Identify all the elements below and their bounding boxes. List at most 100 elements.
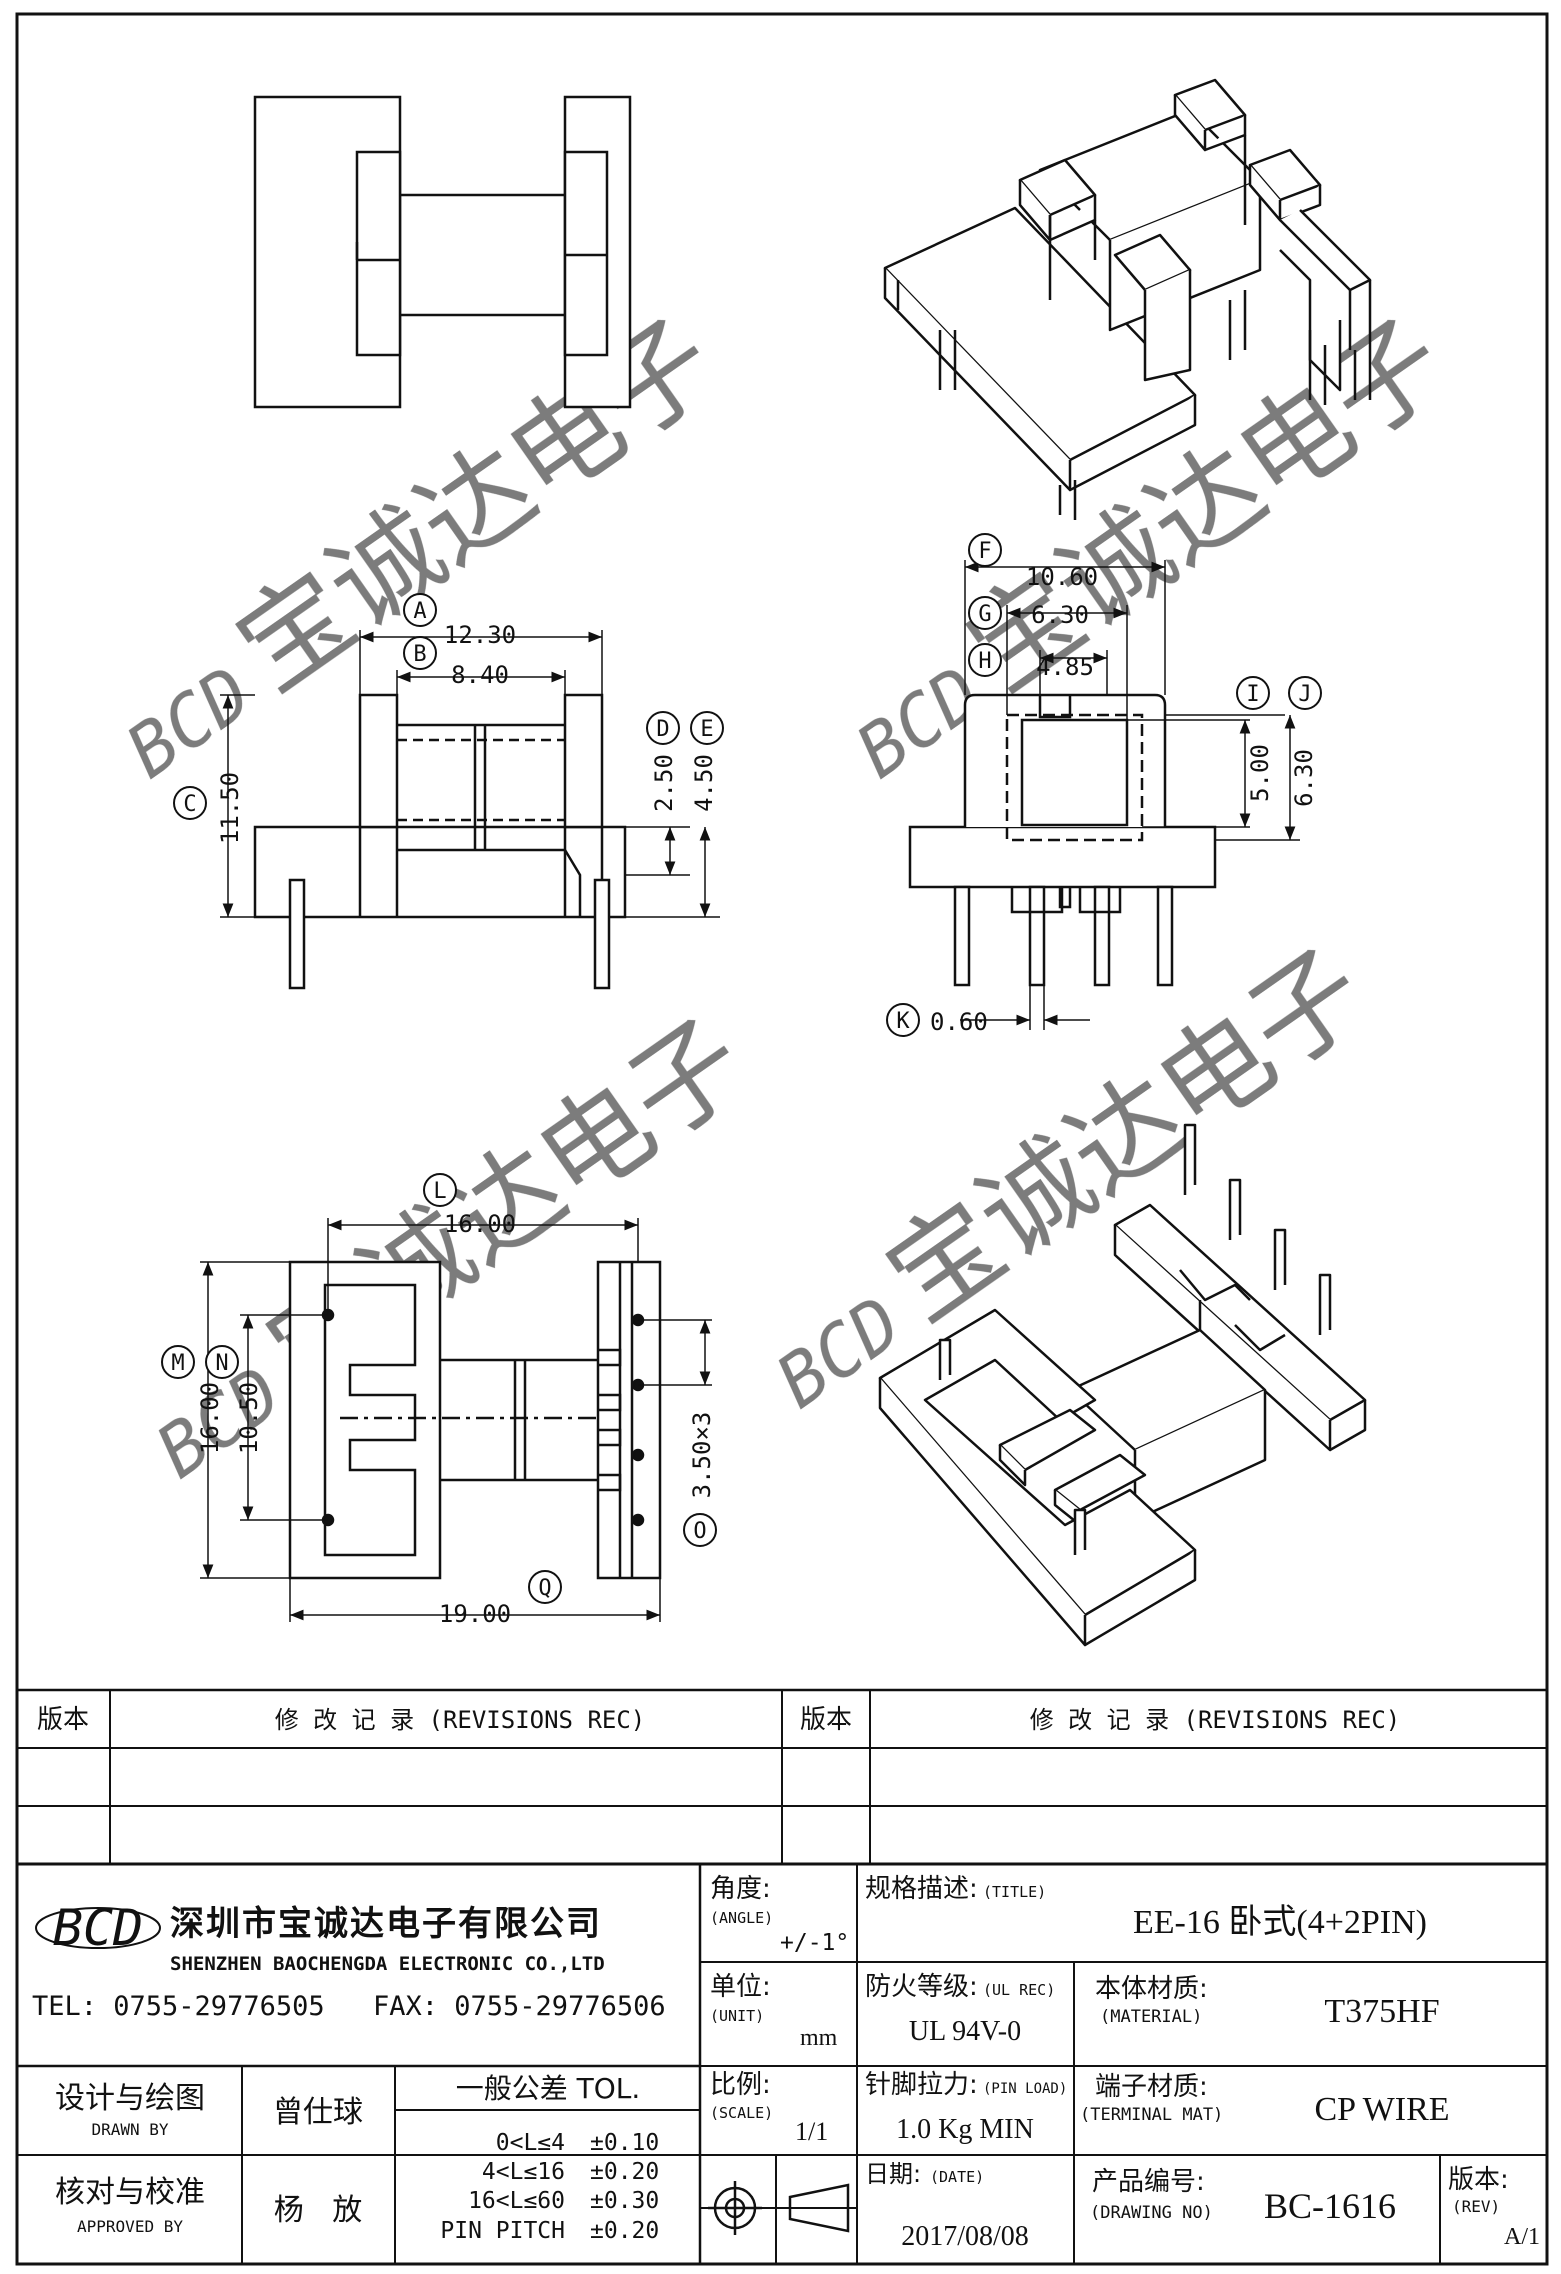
dim-letter-J: J	[1298, 682, 1311, 707]
tolerance-range: 0<L≤4	[496, 2130, 565, 2156]
scale-label-en: (SCALE)	[710, 2104, 773, 2122]
date-label-en: (DATE)	[930, 2168, 984, 2186]
tolerance-value: ±0.20	[590, 2159, 659, 2185]
dim-label-E: E 4.50	[690, 711, 724, 812]
company-logo-text: BCD	[53, 1899, 143, 1957]
date-label: 日期:	[865, 2160, 921, 2188]
revision-version-header-left: 版本	[37, 1705, 89, 1735]
front-dimensions	[220, 630, 720, 918]
pinload-label-en: (PIN LOAD)	[983, 2081, 1067, 2097]
revision-record-header-left: 修 改 记 录 (REVISIONS REC)	[275, 1706, 646, 1734]
dim-label-O: O 3.50×3	[683, 1412, 717, 1547]
tolerance-table: 0<L≤4 ±0.10 4<L≤16 ±0.20 16<L≤60 ±0.30 P…	[440, 2130, 659, 2244]
ul-value: UL 94V-0	[909, 2016, 1021, 2047]
dim-label-D: D 2.50	[646, 711, 680, 812]
dim-letter-B: B	[413, 642, 426, 667]
dim-value-H: 4.85	[1036, 653, 1094, 681]
drawing-no-label-en: (DRAWING NO)	[1090, 2203, 1213, 2223]
scale-label: 比例:	[710, 2070, 771, 2100]
bottom-view	[288, 1260, 662, 1580]
dim-letter-D: D	[656, 717, 669, 742]
dim-letter-E: E	[700, 717, 713, 742]
dim-letter-F: F	[978, 539, 991, 564]
sheet-border	[15, 12, 1549, 2266]
drawing-no-label: 产品编号:	[1092, 2167, 1205, 2197]
dim-value-C: 11.50	[216, 772, 244, 844]
dim-label-G: G 6.30	[968, 596, 1089, 630]
date-value: 2017/08/08	[901, 2221, 1029, 2252]
tolerance-range: 16<L≤60	[468, 2188, 565, 2214]
approved-label-en: APPROVED BY	[77, 2217, 183, 2236]
tolerance-value: ±0.10	[590, 2130, 659, 2156]
dim-value-A: 12.30	[444, 621, 516, 649]
dim-label-N: N 10.50	[205, 1345, 263, 1454]
dim-value-I: 5.00	[1246, 744, 1274, 802]
dim-value-G: 6.30	[1031, 601, 1089, 629]
dim-letter-L: L	[433, 1179, 446, 1204]
tolerance-range: PIN PITCH	[440, 2218, 565, 2244]
company-fax: FAX: 0755-29776506	[373, 1991, 666, 2022]
drawing-no-value: BC-1616	[1264, 2186, 1396, 2226]
title-value: EE-16 卧式(4+2PIN)	[1133, 1904, 1427, 1941]
dim-label-A: A 12.30	[403, 593, 516, 649]
dim-value-E: 4.50	[690, 754, 718, 812]
pinload-value: 1.0 Kg MIN	[896, 2114, 1034, 2145]
dim-value-J: 6.30	[1290, 749, 1318, 807]
dim-value-L: 16.00	[444, 1210, 516, 1238]
company-name-cn: 深圳市宝诚达电子有限公司	[170, 1904, 602, 1944]
isometric-view-top	[883, 78, 1372, 520]
title-block-grid	[17, 1864, 1547, 2264]
dim-letter-H: H	[978, 649, 991, 674]
material-value: T375HF	[1324, 1993, 1439, 2030]
terminal-label-en: (TERMINAL MAT)	[1080, 2105, 1223, 2125]
dim-label-C: C 11.50	[173, 772, 244, 844]
drawn-label-en: DRAWN BY	[91, 2120, 168, 2139]
dim-value-B: 8.40	[451, 661, 509, 689]
company-logo: BCD	[35, 1899, 161, 1957]
isometric-view-bottom	[878, 1123, 1367, 1647]
terminal-value: CP WIRE	[1314, 2091, 1449, 2128]
dim-value-O: 3.50×3	[688, 1412, 716, 1499]
title-label-en: (TITLE)	[983, 1883, 1046, 1901]
top-view	[253, 95, 632, 409]
dim-letter-N: N	[215, 1351, 228, 1376]
dim-letter-I: I	[1246, 682, 1259, 707]
dim-value-N: 10.50	[235, 1382, 263, 1454]
dim-letter-G: G	[978, 602, 991, 627]
company-name-en: SHENZHEN BAOCHENGDA ELECTRONIC CO.,LTD	[170, 1953, 605, 1975]
rev-label-en: (REV)	[1452, 2197, 1500, 2216]
dim-label-L: L 16.00	[423, 1173, 516, 1238]
dim-value-M: 16.00	[196, 1382, 224, 1454]
unit-label: 单位:	[710, 1972, 771, 2002]
tolerance-value: ±0.20	[590, 2218, 659, 2244]
dim-value-Q: 19.00	[439, 1600, 511, 1628]
dim-label-J: J 6.30	[1288, 676, 1322, 807]
material-label: 本体材质:	[1095, 1974, 1208, 2004]
dim-value-D: 2.50	[650, 754, 678, 812]
dim-letter-A: A	[413, 599, 426, 624]
side-dimensions	[960, 560, 1300, 1030]
angle-label-en: (ANGLE)	[710, 1909, 773, 1927]
side-view	[908, 693, 1217, 987]
approved-name: 杨 放	[274, 2193, 363, 2228]
revisions-table	[17, 1688, 1547, 1866]
angle-value: +/-1°	[780, 1930, 849, 1956]
dim-letter-C: C	[183, 792, 196, 817]
watermark-text: 宝诚达电子	[864, 925, 1388, 1345]
unit-value: mm	[800, 2025, 838, 2051]
angle-label: 角度:	[710, 1874, 771, 1904]
dim-label-F: F 10.60	[968, 533, 1098, 591]
front-view	[253, 693, 627, 990]
tolerance-title: 一般公差 TOL.	[456, 2072, 641, 2105]
dim-label-H: H 4.85	[968, 643, 1094, 681]
pinload-label: 针脚拉力:	[865, 2070, 978, 2100]
dim-letter-K: K	[896, 1009, 910, 1034]
dim-value-F: 10.60	[1026, 563, 1098, 591]
material-label-en: (MATERIAL)	[1100, 2007, 1202, 2027]
rev-label: 版本:	[1448, 2165, 1509, 2195]
ul-label: 防火等级:	[865, 1972, 978, 2002]
approved-label: 核对与校准	[55, 2175, 205, 2210]
dim-label-M: M 16.00	[161, 1345, 224, 1454]
tolerance-range: 4<L≤16	[482, 2159, 565, 2185]
dim-label-K: K 0.60	[886, 1003, 988, 1037]
